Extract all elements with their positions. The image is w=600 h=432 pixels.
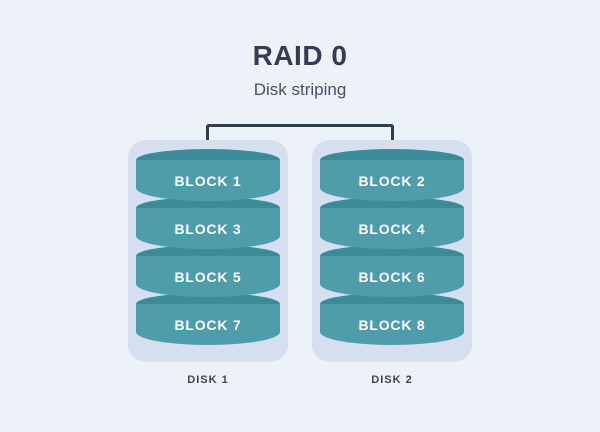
disk-1-block-5: BLOCK 5 — [136, 245, 280, 297]
cylinder-body: BLOCK 5 — [136, 256, 280, 297]
disk-2: BLOCK 2 BLOCK 4 BLOCK 6 BLOCK 8 — [312, 140, 472, 362]
block-label: BLOCK 4 — [358, 220, 426, 237]
disk-1-label: DISK 1 — [187, 374, 229, 386]
disk-1: BLOCK 1 BLOCK 3 BLOCK 5 BLOCK 7 — [128, 140, 288, 362]
block-label: BLOCK 3 — [174, 220, 242, 237]
cylinder-body: BLOCK 4 — [320, 208, 464, 249]
cylinder-body: BLOCK 2 — [320, 160, 464, 201]
block-label: BLOCK 2 — [358, 172, 426, 189]
diagram-title: RAID 0 — [252, 40, 348, 71]
block-label: BLOCK 7 — [174, 316, 242, 333]
disk-1-block-7: BLOCK 7 — [136, 293, 280, 345]
disk-2-block-6: BLOCK 6 — [320, 245, 464, 297]
block-label: BLOCK 5 — [174, 268, 242, 285]
cylinder-body: BLOCK 7 — [136, 304, 280, 345]
disk-2-block-2: BLOCK 2 — [320, 149, 464, 201]
cylinder-body: BLOCK 8 — [320, 304, 464, 345]
disk-1-block-1: BLOCK 1 — [136, 149, 280, 201]
disk-2-block-8: BLOCK 8 — [320, 293, 464, 345]
block-label: BLOCK 8 — [358, 316, 426, 333]
cylinder-body: BLOCK 6 — [320, 256, 464, 297]
block-label: BLOCK 1 — [174, 172, 242, 189]
cylinder-body: BLOCK 3 — [136, 208, 280, 249]
disk-1-block-3: BLOCK 3 — [136, 197, 280, 249]
disk-2-block-4: BLOCK 4 — [320, 197, 464, 249]
block-label: BLOCK 6 — [358, 268, 426, 285]
diagram-subtitle: Disk striping — [253, 80, 347, 99]
disk-2-label: DISK 2 — [371, 374, 413, 386]
cylinder-body: BLOCK 1 — [136, 160, 280, 201]
